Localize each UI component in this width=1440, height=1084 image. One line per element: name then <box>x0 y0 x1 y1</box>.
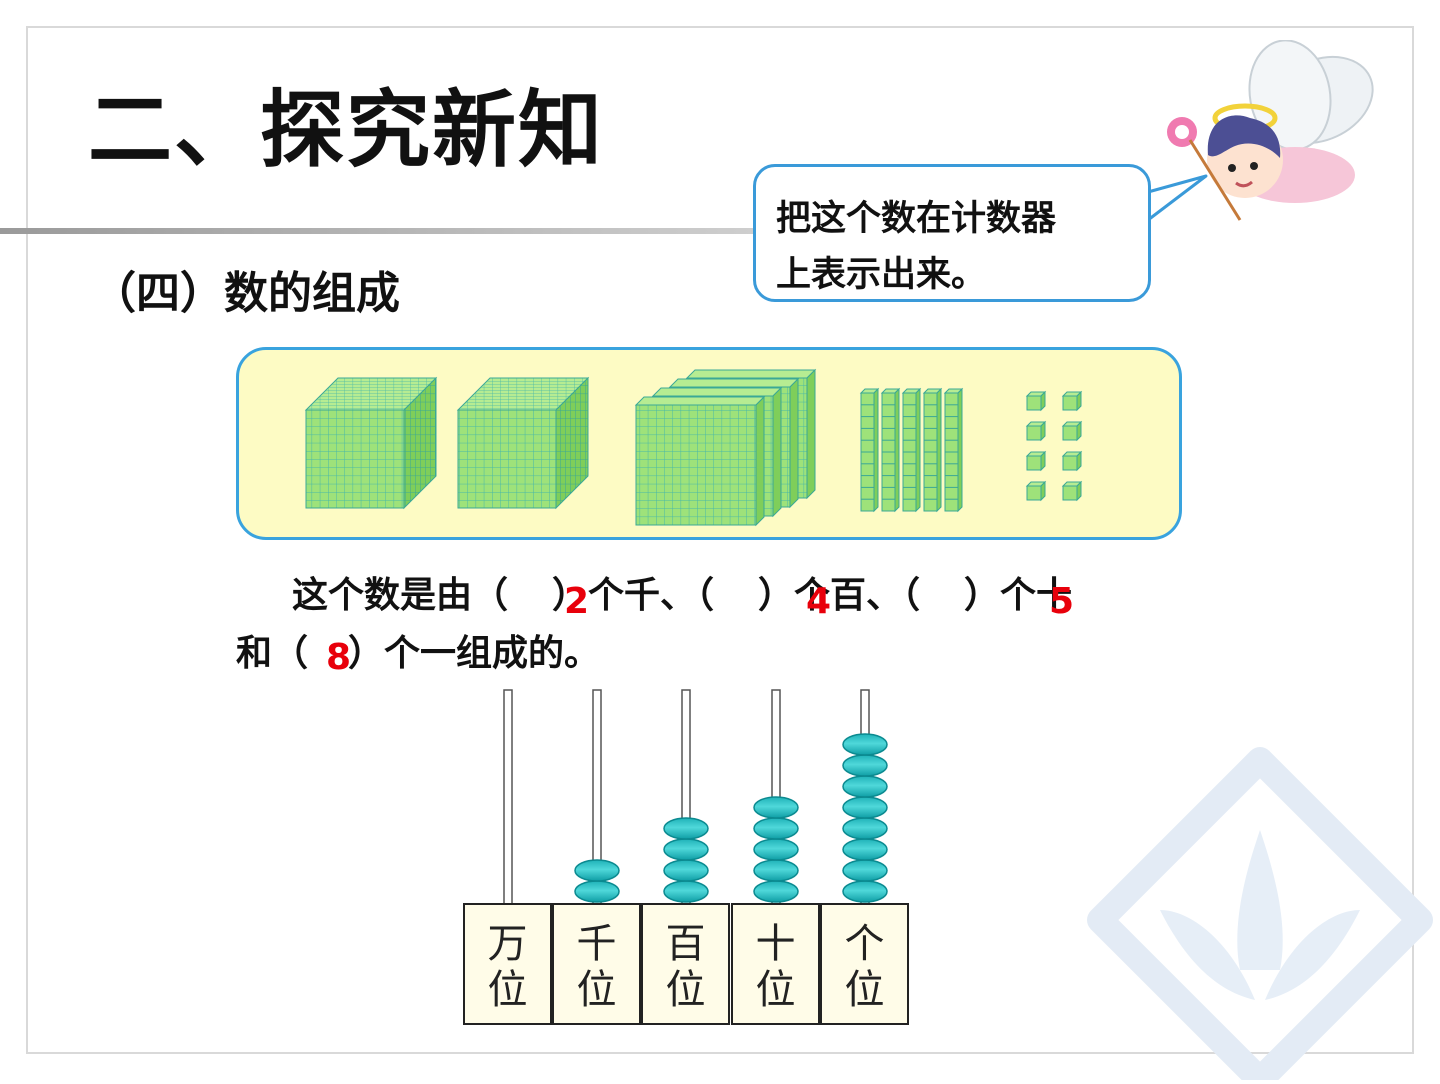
place-ones: 个位 <box>820 903 909 1025</box>
place-label-suffix: 位 <box>576 967 617 1013</box>
abacus-bead <box>753 838 799 861</box>
unit-cube <box>1025 420 1047 442</box>
abacus-bead <box>753 859 799 882</box>
ten-rod <box>901 387 922 513</box>
slide-frame <box>26 26 1414 1054</box>
answer-tens: 5 <box>1049 581 1075 622</box>
place-label: 千 <box>576 921 617 967</box>
question-text-2a: 和（ <box>236 633 309 674</box>
section-subtitle: （四）数的组成 <box>92 268 400 319</box>
abacus-bead <box>753 817 799 840</box>
speech-bubble-text: 把这个数在计数器 上表示出来。 <box>776 191 1056 303</box>
answer-thousands: 2 <box>564 581 590 622</box>
ten-rod <box>859 387 880 513</box>
speech-bubble: 把这个数在计数器 上表示出来。 <box>753 164 1151 302</box>
place-label: 十 <box>755 921 796 967</box>
place-label: 个 <box>844 921 885 967</box>
question-text-1c: ）个百、（ <box>758 575 921 616</box>
bubble-line-2: 上表示出来。 <box>776 255 987 295</box>
question-text-1b: ）个千、（ <box>552 575 715 616</box>
abacus-bead <box>842 754 888 777</box>
question-text-1d: ）个十 <box>964 575 1073 616</box>
abacus-bead <box>842 880 888 903</box>
bubble-line-1: 把这个数在计数器 <box>776 199 1057 239</box>
question-line-1: 这个数是由（ ）个千、（ ）个百、（ ）个十 <box>292 578 1072 614</box>
abacus-bead <box>842 859 888 882</box>
ten-rod <box>880 387 901 513</box>
unit-cube <box>1025 450 1047 472</box>
speech-bubble-tail <box>1147 174 1208 222</box>
abacus-bead <box>663 838 709 861</box>
page-title: 二、探究新知 <box>88 81 605 179</box>
answer-ones: 8 <box>326 637 352 678</box>
abacus-bead <box>753 880 799 903</box>
abacus-bead <box>574 880 620 903</box>
abacus-bead <box>663 859 709 882</box>
abacus-bead <box>842 775 888 798</box>
unit-cube <box>1061 390 1083 412</box>
abacus-bead <box>842 838 888 861</box>
unit-cube <box>1061 480 1083 502</box>
question-text-2b: ）个一组成的。 <box>348 633 601 674</box>
place-ten-thousands: 万位 <box>463 903 552 1025</box>
place-label: 百 <box>665 921 706 967</box>
place-label-suffix: 位 <box>487 967 528 1013</box>
unit-cube <box>1025 480 1047 502</box>
question-line-2: 和（ ）个一组成的。 <box>236 636 600 672</box>
thousand-cube <box>304 376 438 510</box>
thousand-cube <box>456 376 590 510</box>
title-underline <box>0 228 770 234</box>
place-label-suffix: 位 <box>844 967 885 1013</box>
place-hundreds: 百位 <box>641 903 730 1025</box>
unit-cube <box>1061 450 1083 472</box>
place-thousands: 千位 <box>552 903 641 1025</box>
abacus-bead <box>663 880 709 903</box>
ten-rod <box>943 387 964 513</box>
unit-cube <box>1061 420 1083 442</box>
abacus-rod <box>503 689 513 905</box>
ten-rod <box>922 387 943 513</box>
abacus-bead <box>842 796 888 819</box>
answer-hundreds: 4 <box>806 581 832 622</box>
abacus-bead <box>574 859 620 882</box>
hundred-flat <box>634 395 766 527</box>
abacus-bead <box>753 796 799 819</box>
abacus-bead <box>842 733 888 756</box>
angel-mascot-icon <box>1167 40 1374 221</box>
place-label-suffix: 位 <box>755 967 796 1013</box>
unit-cube <box>1025 390 1047 412</box>
abacus-bead <box>842 817 888 840</box>
question-text-1a: 这个数是由（ <box>292 575 509 616</box>
place-label-suffix: 位 <box>665 967 706 1013</box>
abacus-bead <box>663 817 709 840</box>
place-tens: 十位 <box>731 903 820 1025</box>
place-label: 万 <box>487 921 528 967</box>
